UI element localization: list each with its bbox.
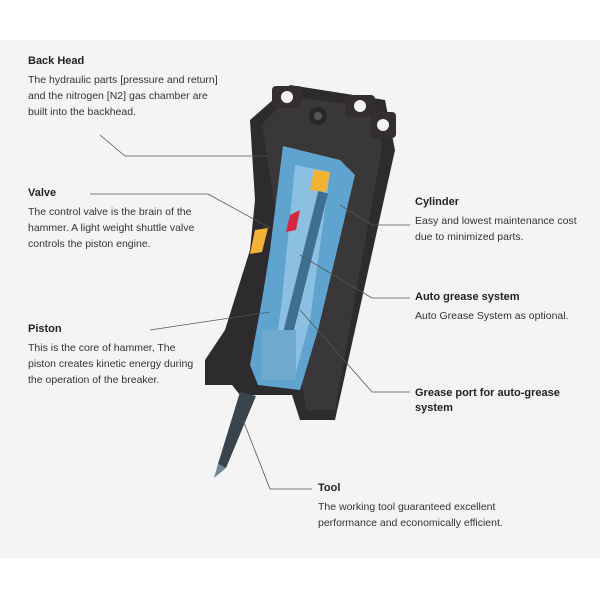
working-tool <box>214 392 256 478</box>
piston-desc: This is the core of hammer, The piston c… <box>28 342 194 386</box>
auto-grease-title: Auto grease system <box>415 291 520 303</box>
label-piston: Piston This is the core of hammer, The p… <box>28 322 198 388</box>
leader-cylinder <box>339 204 410 226</box>
tool-desc: The working tool guaranteed excellent pe… <box>318 501 503 529</box>
piston-title: Piston <box>28 323 62 335</box>
valve-desc: The control valve is the brain of the ha… <box>28 206 195 250</box>
leader-lines <box>90 134 410 490</box>
cutaway-interior <box>250 146 355 390</box>
back-head-title: Back Head <box>28 55 85 67</box>
leader-auto-grease <box>299 254 410 299</box>
label-auto-grease-system: Auto grease system Auto Grease System as… <box>415 290 585 324</box>
leader-back-head <box>99 134 268 157</box>
leader-valve <box>90 193 271 229</box>
leader-tool <box>242 419 312 490</box>
label-tool: Tool The working tool guaranteed excelle… <box>318 481 508 531</box>
cylinder-title: Cylinder <box>415 196 460 208</box>
label-grease-port: Grease port for auto-grease system <box>415 386 575 419</box>
tool-title: Tool <box>318 482 341 494</box>
label-back-head: Back Head The hydraulic parts [pressure … <box>28 54 218 120</box>
label-cylinder: Cylinder Easy and lowest maintenance cos… <box>415 195 585 245</box>
back-head-desc: The hydraulic parts [pressure and return… <box>28 74 218 118</box>
leader-piston <box>149 311 271 331</box>
cylinder-desc: Easy and lowest maintenance cost due to … <box>415 215 577 243</box>
valve-title: Valve <box>28 187 57 199</box>
grease-port-title: Grease port for auto-grease system <box>415 387 560 414</box>
leader-grease-port <box>299 309 410 393</box>
label-valve: Valve The control valve is the brain of … <box>28 186 208 252</box>
auto-grease-desc: Auto Grease System as optional. <box>415 310 569 322</box>
